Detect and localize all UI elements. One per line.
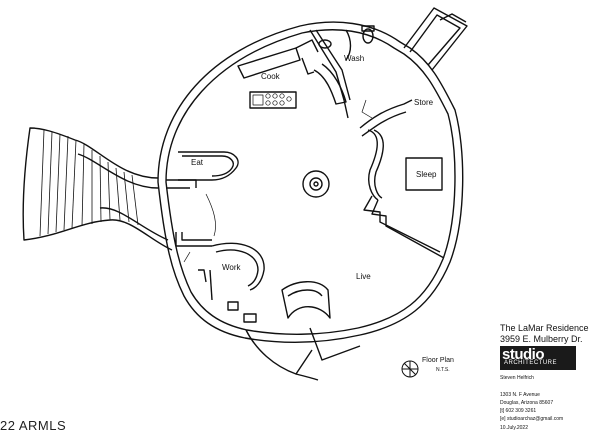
project-name: The LaMar Residence <box>500 323 589 333</box>
wall-work-top <box>175 232 212 247</box>
north-arrow-icon <box>401 360 419 378</box>
plan-label: Floor Plan <box>422 357 454 364</box>
room-label-work: Work <box>222 263 241 272</box>
office-email: [e] studioarchaz@gmail.com <box>500 416 564 422</box>
eat-counter <box>178 151 239 181</box>
kitchen-curve-counter <box>313 63 347 105</box>
logo-sub-text: ARCHITECTURE <box>504 360 558 366</box>
exterior-wall-inner <box>165 29 456 335</box>
wall-cook-wash <box>309 29 349 119</box>
room-label-sleep: Sleep <box>416 170 437 179</box>
floor-plan-drawing <box>22 7 468 381</box>
center-column-outer <box>302 170 330 198</box>
office-city: Douglas, Arizona 85607 <box>500 400 554 406</box>
wall-eat <box>166 179 197 188</box>
toilet <box>362 28 374 44</box>
room-label-cook: Cook <box>261 72 280 81</box>
wash-sink <box>318 39 332 49</box>
watermark: 22 ARMLS <box>0 418 67 433</box>
entry-door-swing <box>245 329 313 375</box>
studio-logo: studio ARCHITECTURE <box>500 346 576 370</box>
office-street: 1303 N. F Avenue <box>500 392 540 398</box>
room-label-wash: Wash <box>344 54 365 63</box>
room-label-live: Live <box>356 272 371 281</box>
work-desk <box>211 242 265 291</box>
logo-main-text: studio <box>502 346 545 363</box>
kitchen-counter <box>237 47 301 79</box>
exterior-wall-outer <box>157 21 464 343</box>
wall-sleep <box>363 195 441 253</box>
office-phone: [t] 602 309 3261 <box>500 408 537 414</box>
project-address: 3959 E. Mulberry Dr. <box>500 334 583 344</box>
entry-bay <box>281 281 331 319</box>
patio-wall <box>403 7 468 71</box>
scale-note: N.T.S. <box>436 367 450 373</box>
stair-outer <box>22 127 173 251</box>
room-label-eat: Eat <box>191 158 204 167</box>
kitchen-island <box>249 91 297 109</box>
sleep-bed <box>405 157 443 191</box>
wall-store <box>359 99 413 129</box>
room-label-store: Store <box>414 98 434 107</box>
sleep-partition <box>367 129 379 201</box>
architect-name: Steven Helfrich <box>500 375 534 381</box>
drawing-date: 10.July.2022 <box>500 425 528 431</box>
